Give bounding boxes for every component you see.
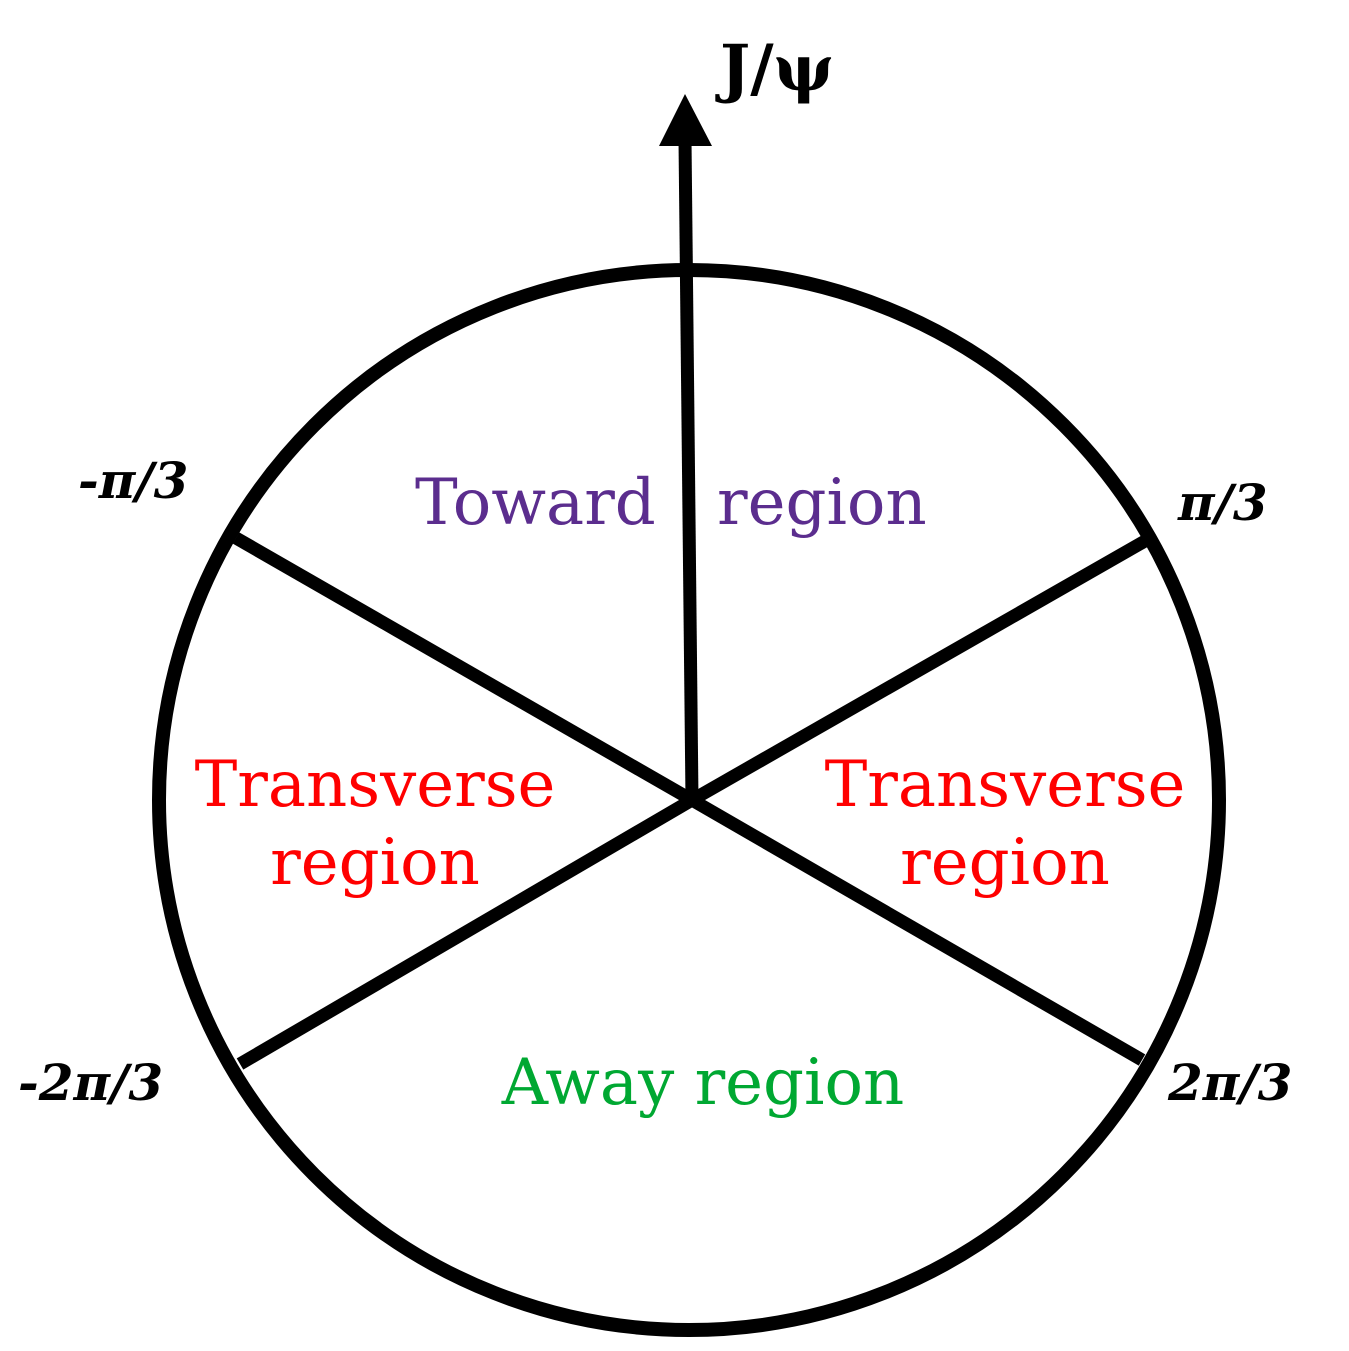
boundary-line-neg-2pi-3 (236, 794, 696, 1070)
angle-label-neg-2pi-3: -2π/3 (18, 1053, 163, 1112)
toward-region-label-right: region (717, 466, 927, 540)
transverse-left-label-1: Transverse (195, 748, 556, 822)
toward-region-label-left: Toward (415, 466, 656, 540)
boundary-line-pi-3 (688, 535, 1149, 806)
boundary-line-neg-pi-3 (232, 532, 696, 806)
transverse-right-label-1: Transverse (825, 748, 1186, 822)
transverse-right-label-2: region (900, 826, 1110, 900)
angle-label-pi-3: π/3 (1177, 473, 1268, 532)
jpsi-axis-line (678, 139, 699, 801)
arrowhead-icon (659, 94, 712, 146)
jpsi-axis-label: J/ψ (715, 31, 834, 106)
transverse-left-label-2: region (270, 826, 480, 900)
angle-label-neg-pi-3: -π/3 (78, 451, 188, 510)
angle-label-2pi-3: 2π/3 (1167, 1053, 1292, 1112)
boundary-line-2pi-3 (688, 794, 1146, 1066)
away-region-label: Away region (501, 1046, 904, 1120)
